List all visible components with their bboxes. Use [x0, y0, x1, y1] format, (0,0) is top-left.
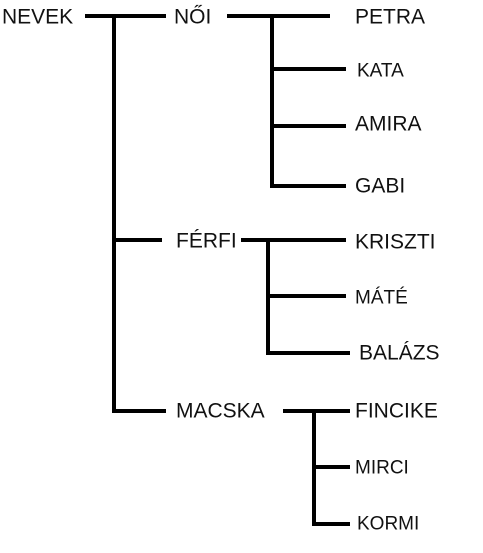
leaf-label-mirci: MIRCI	[355, 457, 409, 479]
leaf-label-fincike: FINCIKE	[355, 399, 438, 423]
leaf-label-mate: MÁTÉ	[355, 287, 408, 309]
leaf-label-kata: KATA	[357, 60, 404, 82]
category-label-ferfi: FÉRFI	[176, 229, 237, 253]
leaf-label-kriszti: KRISZTI	[355, 230, 436, 254]
leaf-label-balazs: BALÁZS	[359, 341, 440, 365]
root-label: NEVEK	[2, 5, 74, 29]
leaf-label-gabi: GABI	[355, 174, 406, 198]
category-label-noi: NŐI	[174, 5, 212, 29]
category-label-macska: MACSKA	[176, 399, 265, 423]
leaf-label-petra: PETRA	[355, 5, 426, 29]
leaf-label-kormi: KORMI	[357, 513, 420, 535]
leaf-label-amira: AMIRA	[355, 112, 422, 136]
